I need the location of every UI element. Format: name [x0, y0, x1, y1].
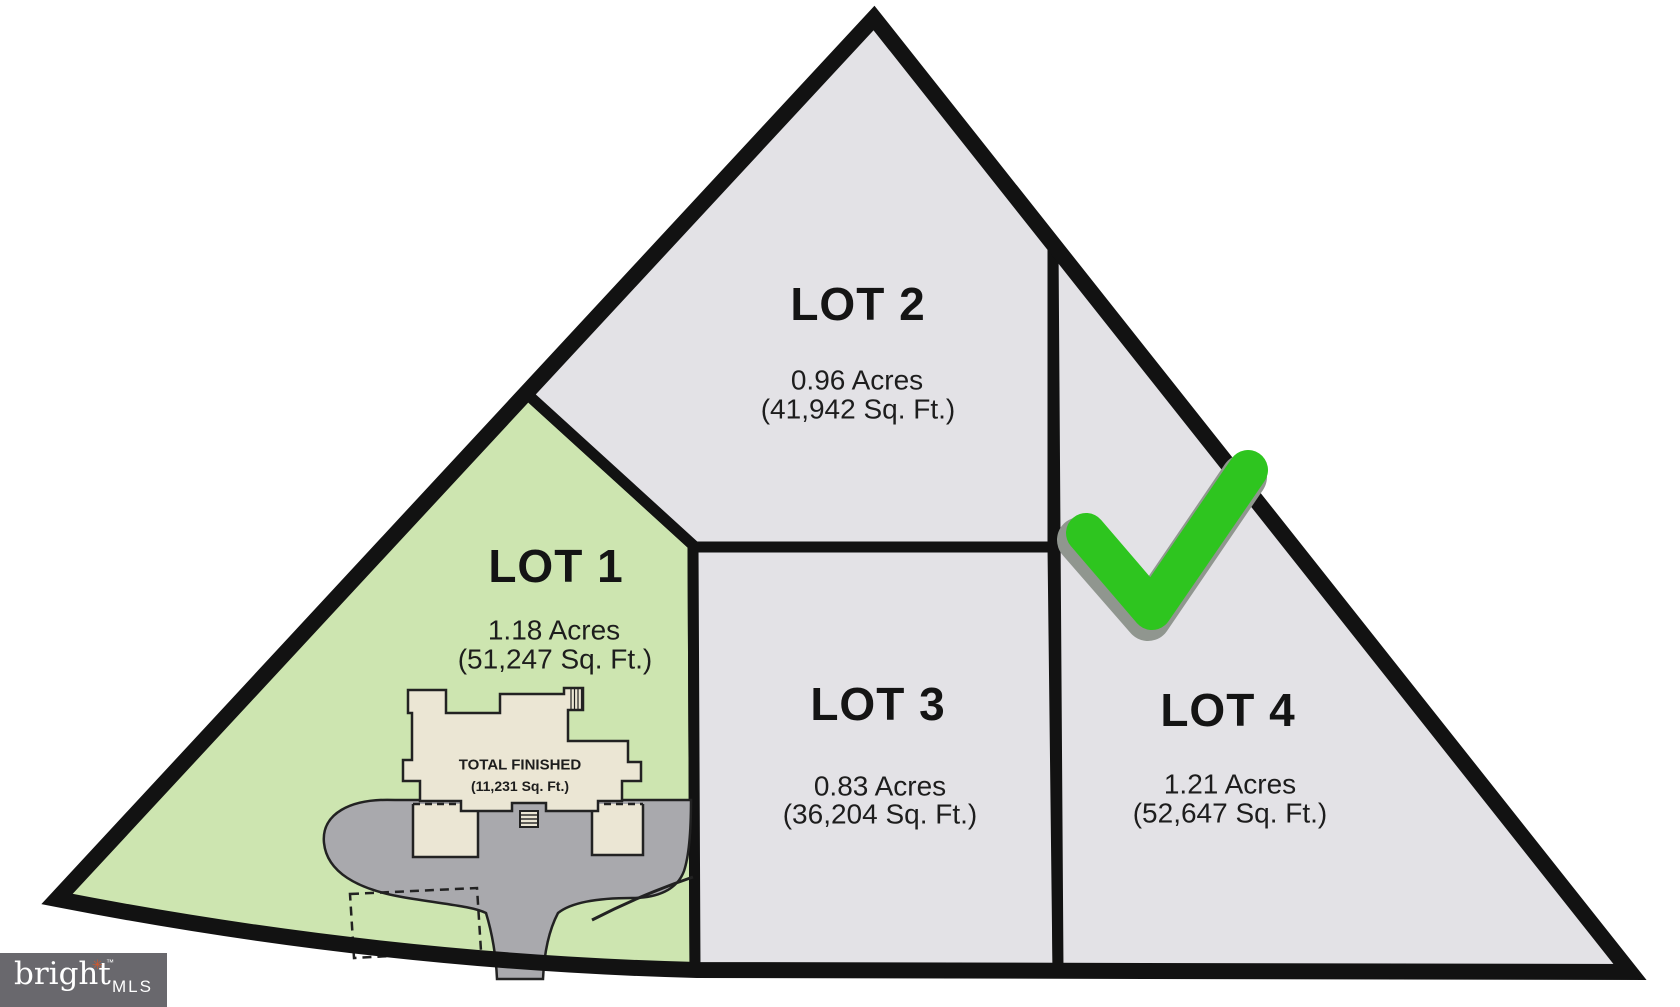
entry-steps-lines	[521, 814, 537, 824]
lot-4-sqft: (52,647 Sq. Ft.)	[1133, 798, 1328, 829]
lot-3-title: LOT 3	[810, 678, 945, 730]
lot-1-acres: 1.18 Acres	[488, 615, 620, 646]
house-left-pad	[411, 804, 480, 859]
driveway-swoosh-line	[591, 875, 694, 922]
lot-1-sqft: (51,247 Sq. Ft.)	[458, 644, 653, 675]
lot-2-sqft: (41,942 Sq. Ft.)	[761, 394, 956, 425]
bright-mls-star-icon: ✳	[92, 958, 103, 973]
house-total-finished-label: TOTAL FINISHED	[459, 757, 582, 774]
lot-3-sqft: (36,204 Sq. Ft.)	[783, 799, 978, 830]
house-footprint	[401, 686, 643, 813]
parcel-outline	[41, 5, 1647, 981]
lot-2-title: LOT 2	[790, 278, 925, 330]
checkmark-icon	[1057, 450, 1268, 641]
house-total-finished-sqft: (11,231 Sq. Ft.)	[471, 778, 569, 794]
lot-4-title: LOT 4	[1160, 684, 1295, 736]
lot-3-acres: 0.83 Acres	[814, 771, 946, 802]
lot-1-title: LOT 1	[488, 540, 623, 592]
trademark-symbol: ™	[106, 958, 114, 967]
bright-mls-wordmark: bright	[14, 956, 111, 992]
lot-2-acres: 0.96 Acres	[791, 365, 923, 396]
mls-label: MLS	[112, 977, 153, 996]
lot-3-region	[687, 541, 1064, 976]
lot-4-acres: 1.21 Acres	[1164, 769, 1296, 800]
chimney-hatch	[570, 689, 583, 709]
proposed-pad-dashed	[348, 886, 483, 960]
house-right-pad	[590, 804, 645, 857]
bright-mls-logo: bright ✳ ™ MLS	[0, 953, 167, 1007]
